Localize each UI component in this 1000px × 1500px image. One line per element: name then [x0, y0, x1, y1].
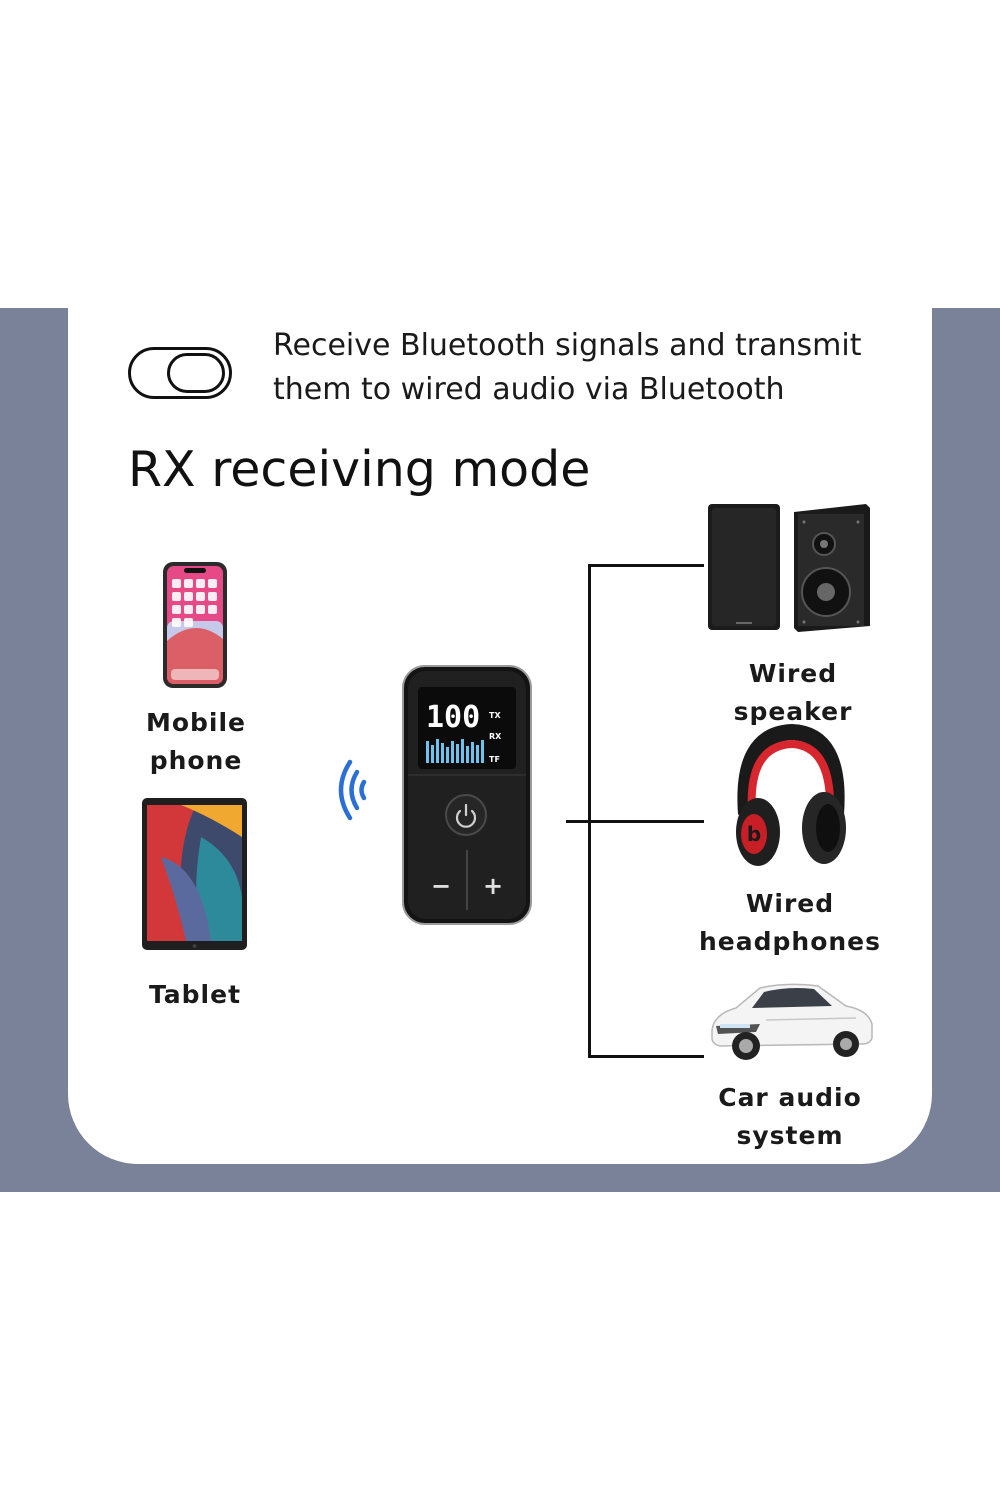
- car-audio-label: Car audio system: [692, 1079, 888, 1155]
- wired-speaker-label: Wired speaker: [733, 659, 853, 726]
- mode-title: RX receiving mode: [128, 441, 591, 498]
- mobile-phone-icon: [163, 562, 227, 688]
- wired-speaker-icon: [708, 504, 870, 632]
- tablet-label: Tablet: [148, 980, 242, 1009]
- connector-car-line: [588, 1055, 704, 1058]
- device-indicator-tx: TX: [489, 711, 501, 720]
- connector-speaker-line: [588, 564, 704, 567]
- car-audio-label-line-2: system: [736, 1121, 844, 1150]
- wired-headphones-label: Wired headphones: [692, 885, 888, 961]
- device-minus-button: −: [430, 872, 452, 900]
- wired-headphones-label-line-2: headphones: [698, 927, 882, 956]
- wired-headphones-icon: b: [736, 724, 846, 866]
- description-line-1: Receive Bluetooth signals and transmit: [273, 328, 862, 363]
- bluetooth-signal-icon: [338, 759, 367, 821]
- description-line-2: them to wired audio via Bluetooth: [273, 372, 785, 407]
- connector-main-line: [566, 820, 704, 823]
- device-indicator-tf: TF: [489, 755, 500, 764]
- toggle-knob: [167, 353, 225, 393]
- toggle-switch-icon: [128, 347, 232, 399]
- bluetooth-adapter-device: [402, 665, 532, 925]
- device-indicator-rx: RX: [489, 732, 502, 741]
- car-icon: [711, 983, 873, 1060]
- svg-text:b: b: [747, 822, 761, 846]
- mobile-phone-label: Mobile phone: [145, 708, 247, 775]
- connector-vertical-line: [588, 564, 591, 1058]
- tablet-icon: [142, 798, 247, 950]
- car-audio-label-line-1: Car audio: [718, 1083, 862, 1112]
- device-display-value: 100: [426, 700, 481, 735]
- wired-headphones-label-line-1: Wired: [745, 889, 835, 918]
- mode-description: Receive Bluetooth signals and transmit t…: [273, 324, 913, 412]
- device-plus-button: +: [482, 872, 504, 900]
